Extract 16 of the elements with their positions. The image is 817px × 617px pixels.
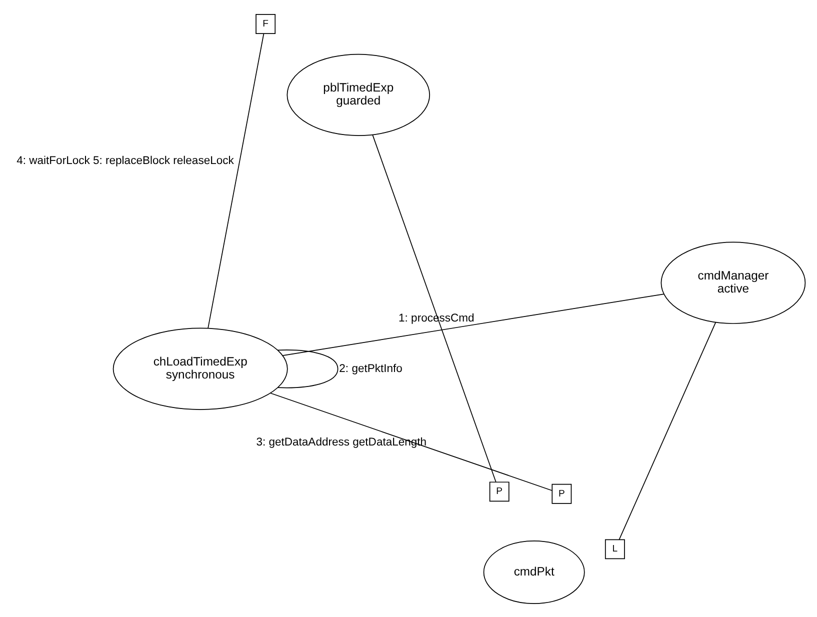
connector (208, 32, 264, 328)
connector (282, 293, 665, 356)
node-box: L (604, 538, 625, 559)
edge-label: 4: waitForLock 5: replaceBlock releaseLock (16, 154, 234, 166)
connector (270, 392, 552, 490)
node-ellipse: cmdPkt (483, 540, 585, 604)
node-ellipse: pblTimedExp guarded (286, 53, 430, 136)
node-box: P (552, 483, 572, 504)
node-ellipse: chLoadTimedExp synchronous (112, 327, 288, 410)
node-box: P (489, 481, 510, 502)
connector (618, 321, 716, 540)
edge-label: 2: getPktInfo (339, 362, 402, 374)
connector (277, 349, 338, 388)
node-ellipse: cmdManager active (660, 241, 806, 324)
node-box: F (256, 14, 276, 34)
connector (372, 134, 496, 482)
